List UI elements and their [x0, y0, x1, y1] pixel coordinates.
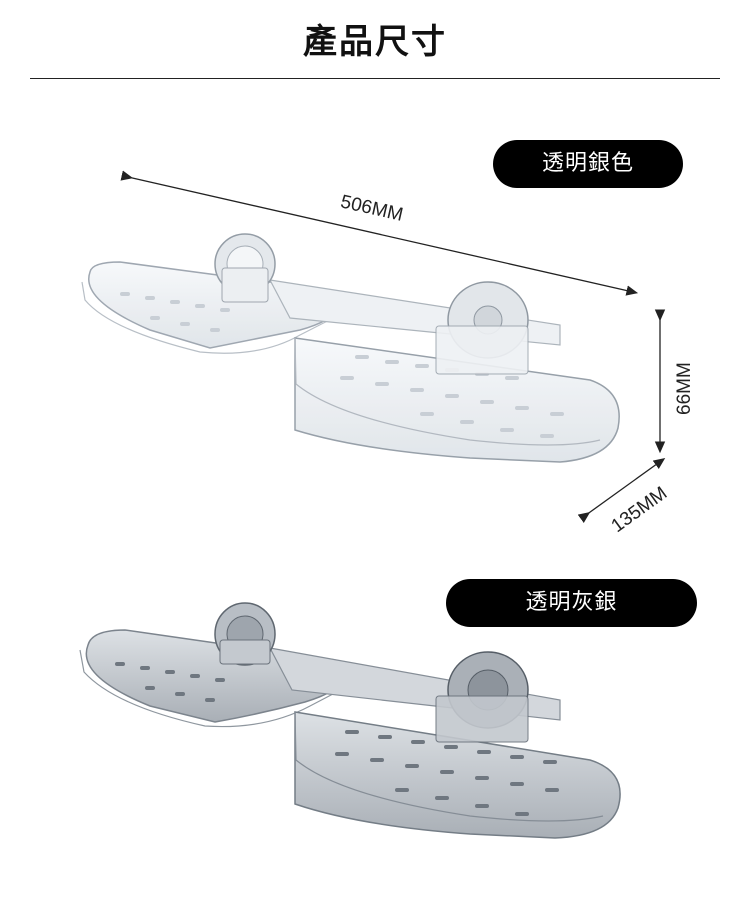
height-label: 66MM	[674, 362, 695, 415]
depth-dimension-line	[577, 457, 666, 524]
suction-cup-left-silver	[214, 233, 276, 303]
page-title: 產品尺寸	[303, 22, 447, 62]
title-divider	[30, 78, 720, 79]
length-label: 506MM	[339, 191, 405, 226]
variant-label-gray: 透明灰銀	[446, 579, 697, 627]
suction-cup-left-gray	[214, 602, 276, 666]
rack-silver	[81, 233, 620, 463]
length-dimension-line	[120, 170, 639, 296]
suction-cup-right-gray	[435, 651, 529, 743]
suction-cup-right-silver	[435, 281, 529, 375]
depth-label: 135MM	[608, 483, 672, 537]
rack-gray	[79, 602, 621, 839]
